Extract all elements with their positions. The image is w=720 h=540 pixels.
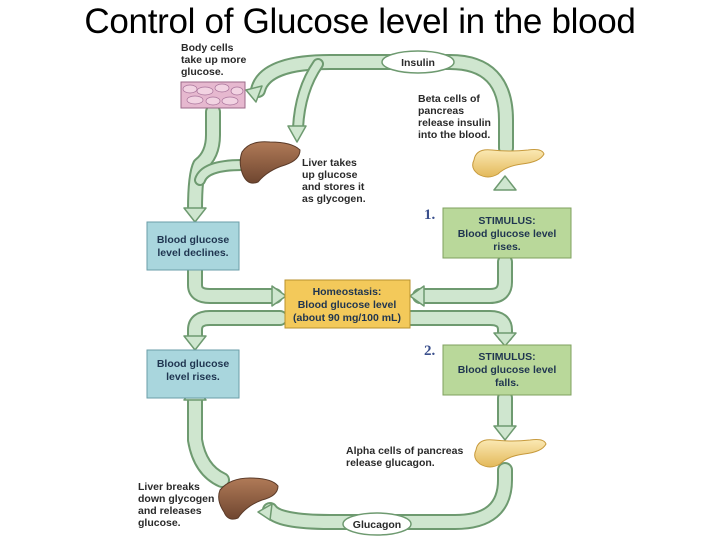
- liver-breaks-line-3: and releases: [138, 505, 202, 517]
- body-cells-image: [180, 81, 246, 109]
- stimulus-falls-line-2: Blood glucose level: [458, 364, 557, 376]
- arrowhead-to-pancreas-bottom: [493, 425, 517, 441]
- beta-cells-line-4: into the blood.: [418, 129, 490, 141]
- stimulus-rises-line-1: STIMULUS:: [478, 215, 535, 227]
- arrowhead-up-from-stimulus: [493, 175, 517, 191]
- blood-glucose-declines-box: [146, 221, 240, 271]
- liver-stores-line-3: and stores it: [302, 181, 365, 193]
- arrowhead-to-homeostasis-left: [271, 285, 287, 307]
- body-cells-line-2: take up more: [181, 54, 247, 66]
- body-cells-line-3: glucose.: [181, 66, 224, 78]
- pancreas-top-image: [472, 149, 545, 178]
- liver-breaks-line-2: down glycogen: [138, 493, 214, 505]
- arrowhead-to-homeostasis-right: [409, 285, 425, 307]
- body-cells-line-1: Body cells: [181, 42, 234, 54]
- arrowhead-to-liver: [287, 125, 307, 143]
- pancreas-bottom-image: [474, 439, 547, 468]
- liver-stores-line-2: up glucose: [302, 169, 358, 181]
- arrowhead-to-liver-bottom: [257, 503, 273, 521]
- homeostasis-line-3: (about 90 mg/100 mL): [293, 312, 401, 324]
- beta-cells-line-1: Beta cells of: [418, 93, 480, 105]
- stimulus-falls-line-3: falls.: [495, 377, 519, 389]
- homeostasis-line-1: Homeostasis:: [313, 286, 382, 298]
- beta-cells-line-2: pancreas: [418, 105, 464, 117]
- glucagon-oval: [342, 512, 412, 536]
- insulin-label: Insulin: [401, 57, 435, 69]
- beta-cells-line-3: release insulin: [418, 117, 491, 129]
- liver-breaks-line-4: glucose.: [138, 517, 181, 529]
- homeostasis-line-2: Blood glucose level: [298, 299, 397, 311]
- homeostasis-box: [284, 279, 411, 329]
- rises-line-2: level rises.: [166, 371, 220, 383]
- arrowhead-to-cells: [245, 85, 263, 103]
- declines-line-2: level declines.: [157, 247, 228, 259]
- declines-line-1: Blood glucose: [157, 234, 229, 246]
- liver-top-image: [239, 141, 301, 184]
- alpha-cells-line-1: Alpha cells of pancreas: [346, 445, 463, 457]
- step-number-1: 1.: [424, 207, 436, 223]
- arrowhead-to-stimulus-falls: [493, 332, 517, 347]
- flow-arrows: [187, 54, 514, 530]
- page-title: Control of Glucose level in the blood: [84, 2, 636, 41]
- arrowhead-to-rises: [183, 335, 207, 351]
- step-number-2: 2.: [424, 343, 436, 359]
- insulin-oval: [381, 50, 455, 74]
- glucagon-label: Glucagon: [353, 519, 401, 531]
- liver-breaks-line-1: Liver breaks: [138, 481, 200, 493]
- stimulus-rises-line-2: Blood glucose level: [458, 228, 557, 240]
- liver-bottom-image: [218, 477, 279, 520]
- liver-stores-line-4: as glycogen.: [302, 193, 366, 205]
- stimulus-rises-line-3: rises.: [493, 241, 521, 253]
- stimulus-falls-box: [442, 344, 572, 396]
- stimulus-falls-line-1: STIMULUS:: [478, 351, 535, 363]
- stimulus-rises-box: [442, 207, 572, 259]
- alpha-cells-line-2: release glucagon.: [346, 457, 435, 469]
- rises-line-1: Blood glucose: [157, 358, 229, 370]
- liver-stores-line-1: Liver takes: [302, 157, 357, 169]
- arrowhead-to-declines: [183, 207, 207, 223]
- blood-glucose-rises-box: [146, 349, 240, 399]
